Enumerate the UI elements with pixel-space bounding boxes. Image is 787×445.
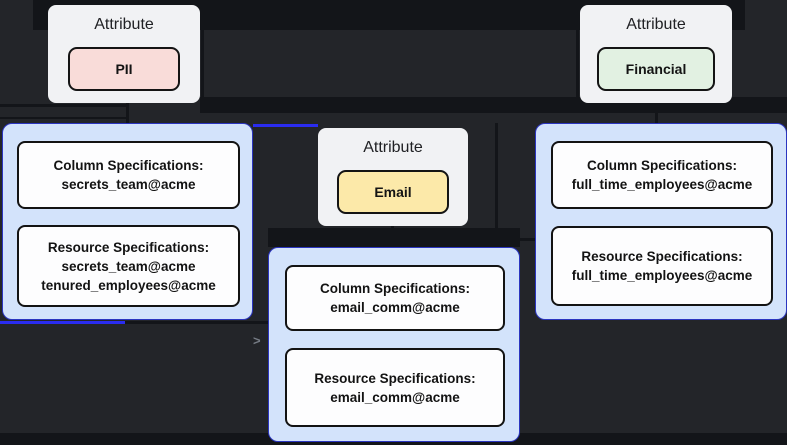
spec-value: full_time_employees@acme [571, 268, 753, 283]
attribute-node-pii[interactable]: Attribute PII [48, 5, 200, 103]
edge-band-email [268, 228, 520, 247]
spec-heading: Resource Specifications: [314, 370, 476, 386]
edge-vertical-center-right [495, 123, 498, 247]
edge-arrowhead-icon: > [253, 333, 261, 348]
spec-heading: Column Specifications: [319, 281, 471, 296]
edge-horizontal-left-2 [0, 117, 128, 119]
edge-stub-financial [655, 103, 658, 124]
spec-node-full-time-employees[interactable]: Column Specifications: full_time_employe… [535, 123, 787, 320]
spec-heading: Column Specifications: [53, 158, 204, 173]
attribute-node-title: Attribute [626, 16, 686, 33]
attribute-node-title: Attribute [94, 16, 154, 33]
edge-horizontal-bottom-left-black [125, 321, 268, 324]
edge-stub-email [391, 226, 394, 248]
attribute-badge-email[interactable]: Email [337, 170, 449, 214]
spec-value: tenured_employees@acme [41, 277, 216, 293]
spec-value: email_comm@acme [330, 389, 460, 405]
spec-heading: Resource Specifications: [581, 249, 743, 264]
spec-heading: Resource Specifications: [47, 239, 210, 255]
column-specifications-box[interactable]: Column Specifications: email_comm@acme [285, 265, 505, 331]
attribute-node-title: Attribute [363, 139, 423, 156]
column-specifications-box[interactable]: Column Specifications: secrets_team@acme [17, 141, 240, 209]
resource-specifications-box[interactable]: Resource Specifications: full_time_emplo… [551, 226, 773, 306]
spec-value: secrets_team@acme [61, 258, 196, 274]
spec-value: full_time_employees@acme [571, 177, 753, 192]
edge-vertical-pii-right [201, 6, 204, 103]
spec-heading: Column Specifications: [586, 158, 738, 173]
resource-specifications-box[interactable]: Resource Specifications: secrets_team@ac… [17, 225, 240, 307]
spec-node-secrets-team[interactable]: Column Specifications: secrets_team@acme… [2, 123, 253, 320]
edge-vertical-financial-left [576, 6, 579, 103]
edge-blue-segment-bottom-left [0, 321, 125, 324]
attribute-badge-financial[interactable]: Financial [597, 47, 715, 91]
resource-specifications-box[interactable]: Resource Specifications: email_comm@acme [285, 348, 505, 427]
edge-stub-pii [126, 103, 129, 124]
spec-value: email_comm@acme [330, 300, 460, 315]
attribute-badge-pii[interactable]: PII [68, 47, 180, 91]
attribute-node-email[interactable]: Attribute Email [318, 128, 468, 226]
attribute-node-financial[interactable]: Attribute Financial [580, 5, 732, 103]
spec-node-email-comm[interactable]: Column Specifications: email_comm@acme R… [268, 247, 520, 442]
column-specifications-box[interactable]: Column Specifications: full_time_employe… [551, 141, 773, 209]
spec-value: secrets_team@acme [61, 177, 196, 192]
edge-horizontal-left-1 [0, 104, 128, 107]
edge-blue-segment-top [253, 124, 318, 127]
